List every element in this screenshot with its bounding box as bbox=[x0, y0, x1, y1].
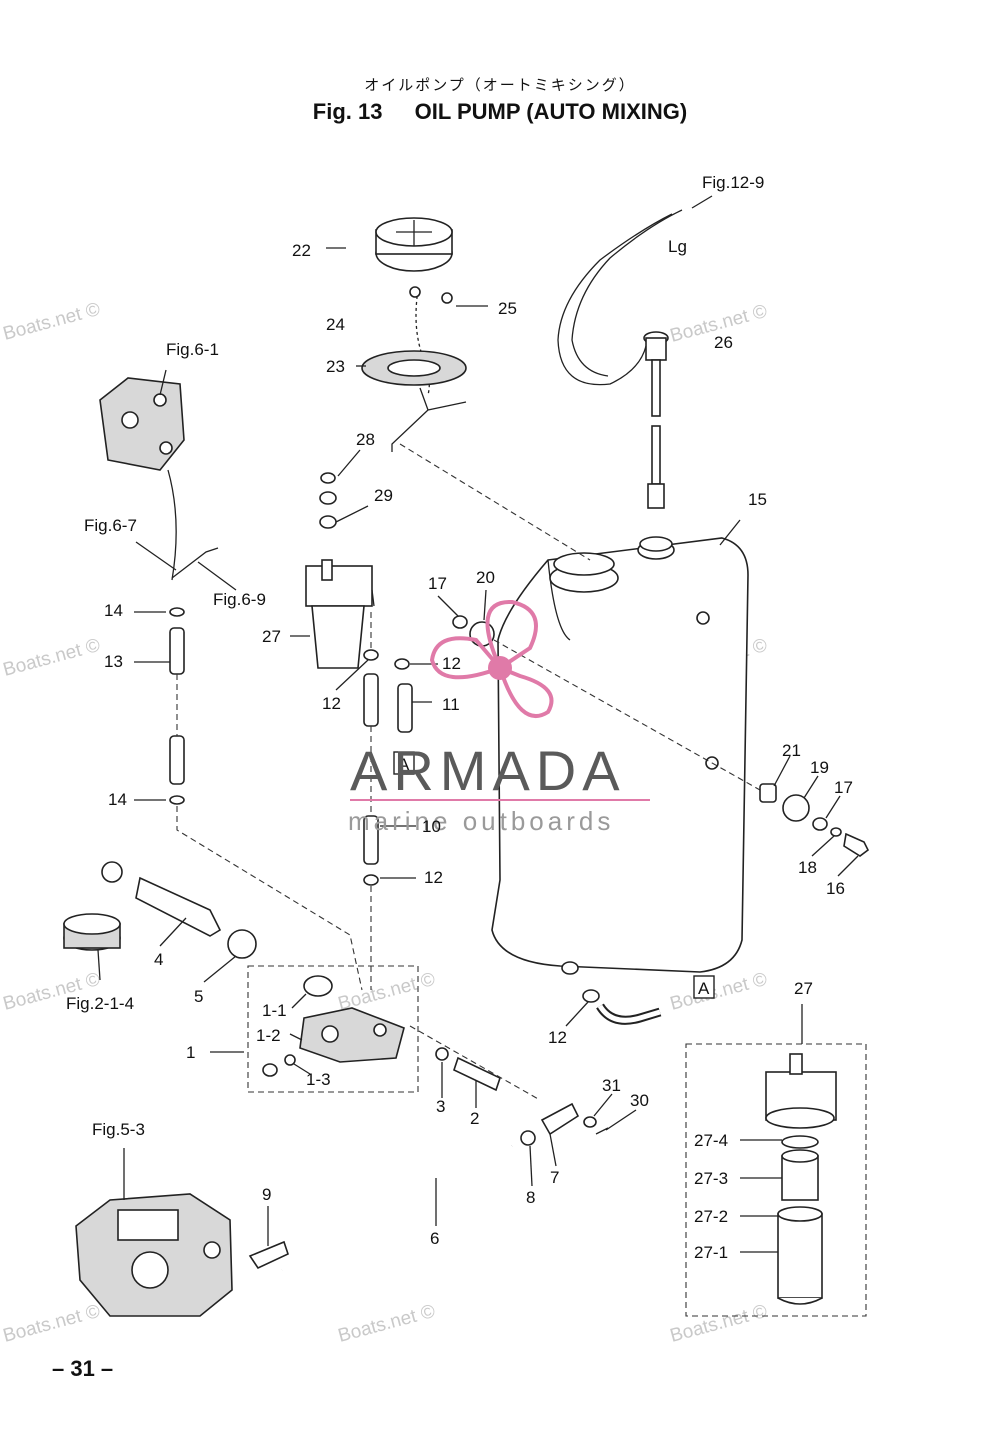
callout-label: 27-1 bbox=[694, 1243, 728, 1262]
callout-label: 26 bbox=[714, 333, 733, 352]
callout-label: Fig.5-3 bbox=[92, 1120, 145, 1139]
callout-label: 17 bbox=[428, 574, 447, 593]
reference-a-lower: A bbox=[693, 975, 715, 999]
callout-label: Fig.2-1-4 bbox=[66, 994, 134, 1013]
reference-a-upper: A bbox=[393, 751, 415, 775]
tank-mount-right bbox=[759, 783, 870, 857]
watermark-text: Boats.net © bbox=[336, 1301, 438, 1347]
callout-label: 7 bbox=[550, 1168, 559, 1187]
logo-subtitle: marine outboards bbox=[348, 806, 614, 836]
callout-label: 17 bbox=[834, 778, 853, 797]
title-japanese: オイルポンプ（オートミキシング） bbox=[364, 76, 636, 94]
leader-lines bbox=[97, 195, 859, 1253]
oil-filter-assembly bbox=[305, 472, 375, 669]
watermark-text: Boats.net © bbox=[1, 635, 103, 681]
drive-shaft-parts bbox=[63, 861, 257, 959]
callout-label: 21 bbox=[782, 741, 801, 760]
callout-label: 28 bbox=[356, 430, 375, 449]
hose-joint-parts bbox=[409, 1025, 609, 1146]
callout-label: 12 bbox=[424, 868, 443, 887]
watermark-text: Boats.net © bbox=[668, 1301, 770, 1347]
callout-label: 12 bbox=[442, 654, 461, 673]
watermark-text: Boats.net © bbox=[1, 299, 103, 345]
callout-label: 1-1 bbox=[262, 1001, 287, 1020]
callout-label: 1-3 bbox=[306, 1070, 331, 1089]
callout-label: 14 bbox=[104, 601, 123, 620]
callout-label: 1-2 bbox=[256, 1026, 281, 1045]
callout-label: 12 bbox=[322, 694, 341, 713]
reference-a-label: A bbox=[698, 979, 710, 998]
callout-label: 5 bbox=[194, 987, 203, 1006]
callout-label: 12 bbox=[548, 1028, 567, 1047]
callout-label: 27 bbox=[262, 627, 281, 646]
callout-label: 27-3 bbox=[694, 1169, 728, 1188]
callout-label: 25 bbox=[498, 299, 517, 318]
figure-title: Fig. 13 OIL PUMP (AUTO MIXING) bbox=[0, 99, 1000, 125]
armada-logo: ARMADA marine outboards bbox=[348, 599, 650, 836]
hose-column-left bbox=[169, 547, 363, 991]
callout-label: 1 bbox=[186, 1043, 195, 1062]
callout-label: Fig.6-7 bbox=[84, 516, 137, 535]
callout-label: 19 bbox=[810, 758, 829, 777]
callout-label: 9 bbox=[262, 1185, 271, 1204]
callout-label: Fig.12-9 bbox=[702, 173, 764, 192]
watermark-text: Boats.net © bbox=[668, 969, 770, 1015]
oil-pipe bbox=[281, 1143, 514, 1273]
hose-clip bbox=[248, 1240, 289, 1270]
callout-label: 30 bbox=[630, 1091, 649, 1110]
callout-label: 22 bbox=[292, 241, 311, 260]
callout-label: 4 bbox=[154, 950, 163, 969]
callout-label: Lg bbox=[668, 237, 687, 256]
figure-number: Fig. 13 bbox=[312, 99, 383, 124]
callout-label: 27-4 bbox=[694, 1131, 728, 1150]
callout-label: 20 bbox=[476, 568, 495, 587]
callout-label: 15 bbox=[748, 490, 767, 509]
callout-label: 10 bbox=[422, 817, 441, 836]
tank-cap bbox=[375, 217, 453, 272]
callout-label: 24 bbox=[326, 315, 345, 334]
figure-name: OIL PUMP (AUTO MIXING) bbox=[414, 99, 688, 124]
watermark-text: Boats.net © bbox=[1, 1301, 103, 1347]
callout-label: 29 bbox=[374, 486, 393, 505]
cylinder-head-reference bbox=[99, 377, 185, 471]
callout-label: 18 bbox=[798, 858, 817, 877]
callout-label: 14 bbox=[108, 790, 127, 809]
oil-pump-assembly bbox=[247, 965, 419, 1093]
callout-label: 3 bbox=[436, 1097, 445, 1116]
callout-label: Fig.6-9 bbox=[213, 590, 266, 609]
callout-label: 27-2 bbox=[694, 1207, 728, 1226]
reference-a-label: A bbox=[398, 755, 410, 774]
callout-label: 6 bbox=[430, 1229, 439, 1248]
logo-wordmark: ARMADA bbox=[350, 739, 626, 802]
page-number: – 31 – bbox=[52, 1356, 114, 1381]
pump-shaft-parts bbox=[435, 1047, 501, 1092]
callout-label: 16 bbox=[826, 879, 845, 898]
callout-label: 27 bbox=[794, 979, 813, 998]
callout-label: 11 bbox=[442, 695, 460, 714]
callout-label: 13 bbox=[104, 652, 123, 671]
callout-label: 23 bbox=[326, 357, 345, 376]
callout-label: 31 bbox=[602, 1076, 621, 1095]
oil-level-gauge bbox=[557, 209, 683, 509]
callout-label: Fig.6-1 bbox=[166, 340, 219, 359]
callout-label: 2 bbox=[470, 1109, 479, 1128]
oil-tank bbox=[491, 536, 749, 973]
callout-label: 8 bbox=[526, 1188, 535, 1207]
tank-outlet-hose bbox=[561, 961, 662, 1025]
carburetor-reference bbox=[75, 1193, 233, 1317]
strainer bbox=[361, 350, 467, 452]
propeller-icon bbox=[429, 599, 554, 718]
callout-labels: Fig.12-9 Lg 22 24 25 23 26 28 29 15 Fig.… bbox=[66, 173, 853, 1262]
filter-detail-box bbox=[685, 1043, 867, 1317]
